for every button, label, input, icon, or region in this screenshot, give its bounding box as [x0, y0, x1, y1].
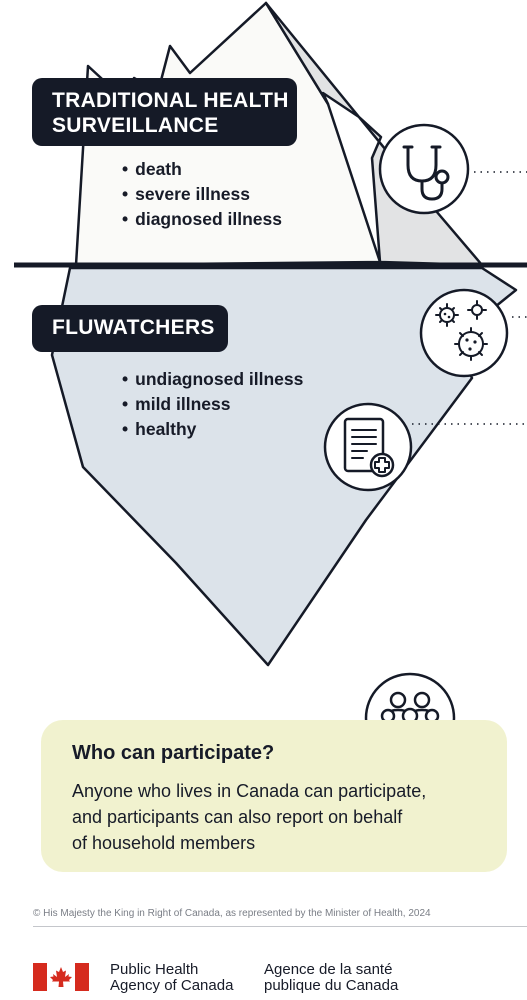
stethoscope-icon: [378, 123, 470, 215]
fluwatchers-list: undiagnosed illness mild illness healthy: [122, 367, 303, 442]
virus-icon: [419, 288, 509, 378]
traditional-list: death severe illness diagnosed illness: [122, 157, 282, 232]
list-item: undiagnosed illness: [122, 367, 303, 392]
agency-fr-line2: publique du Canada: [264, 977, 399, 994]
participate-box: [41, 720, 507, 872]
list-item: mild illness: [122, 392, 303, 417]
list-item: death: [122, 157, 282, 182]
medical-report-icon: [323, 402, 413, 492]
agency-fr-line1: Agence de la santé: [264, 961, 393, 978]
participate-line: Anyone who lives in Canada can participa…: [72, 781, 427, 801]
agency-en-line2: Agency of Canada: [110, 977, 234, 994]
list-item: diagnosed illness: [122, 207, 282, 232]
participate-description: Anyone who lives in Canada can participa…: [72, 778, 492, 856]
traditional-title-line2: SURVEILLANCE: [52, 114, 219, 137]
agency-en-line1: Public Health: [110, 961, 199, 978]
agency-name-french: Agence de la santé publique du Canada: [264, 962, 398, 994]
participate-title: Who can participate?: [72, 742, 275, 764]
traditional-title-line1: TRADITIONAL HEALTH: [52, 89, 289, 112]
traditional-surveillance-label: TRADITIONAL HEALTH SURVEILLANCE: [32, 78, 297, 146]
list-item: severe illness: [122, 182, 282, 207]
fluwatchers-label: FLUWATCHERS: [32, 305, 228, 352]
iceberg-shadow-side: [264, 1, 484, 267]
participate-line: of household members: [72, 833, 256, 853]
fluwatchers-title: FLUWATCHERS: [52, 316, 215, 339]
canada-flag-icon: [33, 963, 89, 991]
agency-name-english: Public Health Agency of Canada: [110, 962, 233, 994]
list-item: healthy: [122, 417, 303, 442]
copyright-notice: © His Majesty the King in Right of Canad…: [33, 908, 431, 919]
participate-line: and participants can also report on beha…: [72, 807, 403, 827]
footer-divider: [33, 926, 527, 927]
